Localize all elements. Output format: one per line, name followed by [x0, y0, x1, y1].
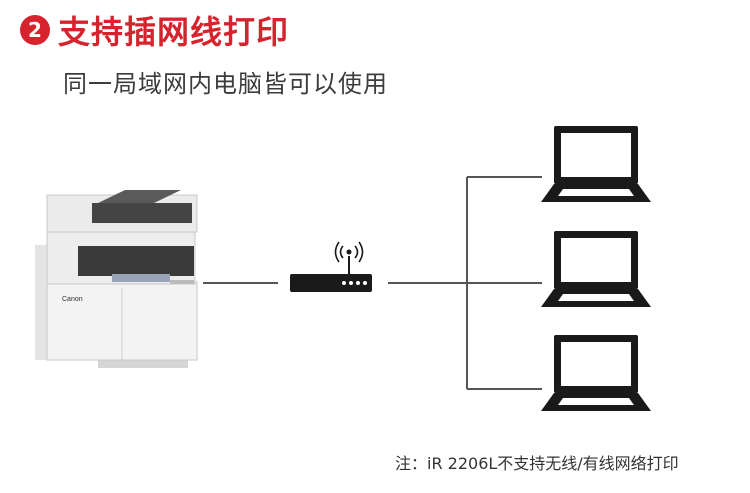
section-subtitle: 同一局域网内电脑皆可以使用 — [63, 70, 388, 98]
connection-lines-router-laptops — [388, 176, 542, 390]
laptop-icon — [541, 231, 651, 307]
footnote-note: 注：iR 2206L不支持无线/有线网络打印 — [395, 454, 679, 473]
multifunction-printer-icon: Canon — [35, 190, 198, 368]
section-header: 2 支持插网线打印 — [20, 8, 289, 52]
section-title: 支持插网线打印 — [58, 13, 290, 51]
printer-brand-label: Canon — [62, 296, 83, 303]
step-number-badge: 2 — [20, 15, 50, 45]
laptop-icon — [541, 335, 651, 411]
wireless-router-icon — [290, 241, 372, 292]
laptop-icon — [541, 126, 651, 202]
